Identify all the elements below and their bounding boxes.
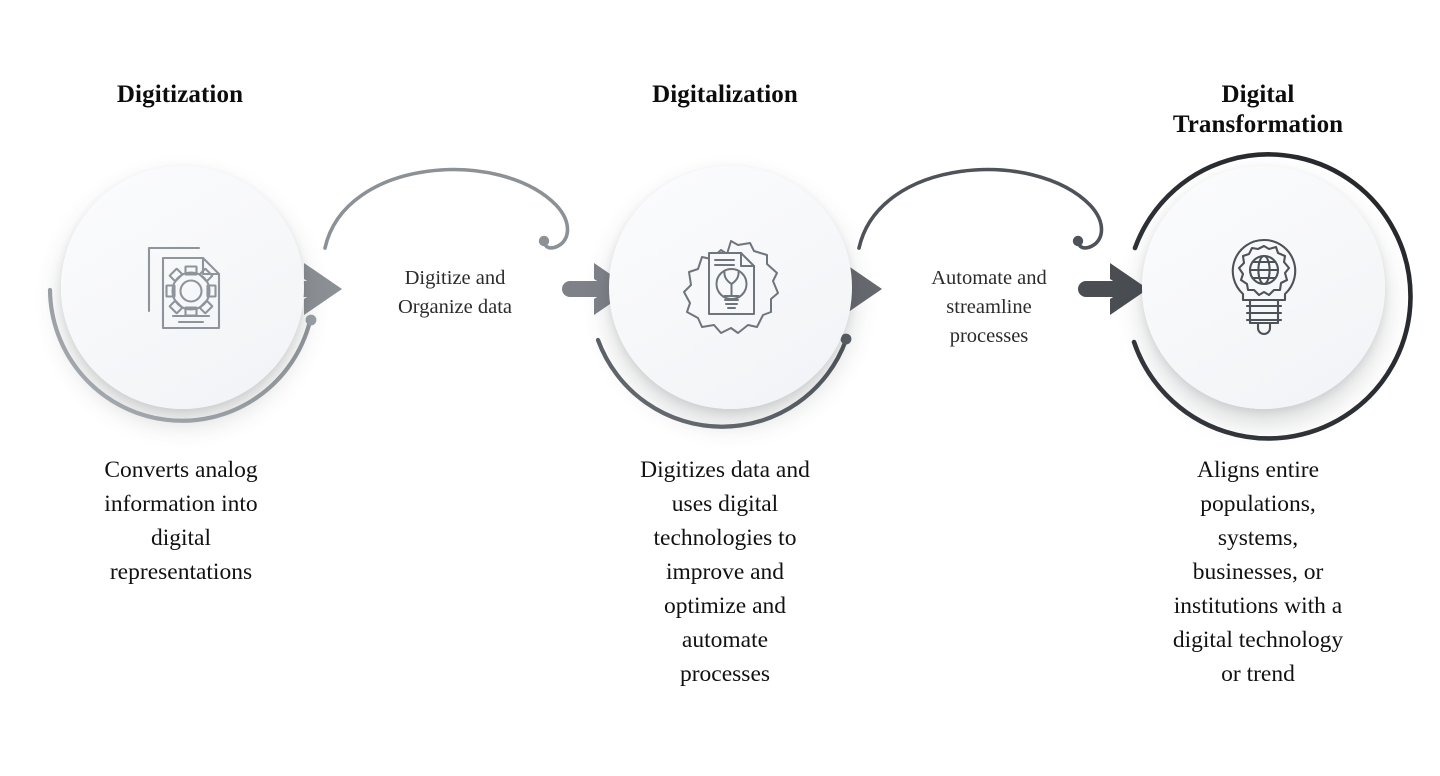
- document-gear-icon: [127, 232, 239, 344]
- stage-heading-digital-transformation: Digital Transformation: [1172, 81, 1344, 138]
- stage-circle-digitization[interactable]: [61, 166, 304, 409]
- stage-description-digitization: Converts analog information into digital…: [104, 457, 258, 586]
- stage-heading-digitalization: Digitalization: [652, 81, 798, 108]
- connector-arc-1: [323, 167, 570, 250]
- stage-description-digitalization: Digitizes data and uses digital technolo…: [640, 457, 810, 688]
- stage-circle-digitalization[interactable]: [609, 166, 852, 409]
- stage-heading-digitization: Digitization: [116, 81, 244, 108]
- lightbulb-gear-globe-icon: [1206, 230, 1322, 346]
- connector-arc-2: [857, 167, 1104, 250]
- gear-document-lightbulb-icon: [672, 229, 790, 347]
- connector-label-2: Automate and streamline processes: [931, 267, 1047, 348]
- stage-circle-digital-transformation[interactable]: [1142, 166, 1385, 409]
- stage-description-digital-transformation: Aligns entire populations, systems, busi…: [1172, 457, 1344, 688]
- connector-label-1: Digitize and Organize data: [397, 267, 513, 319]
